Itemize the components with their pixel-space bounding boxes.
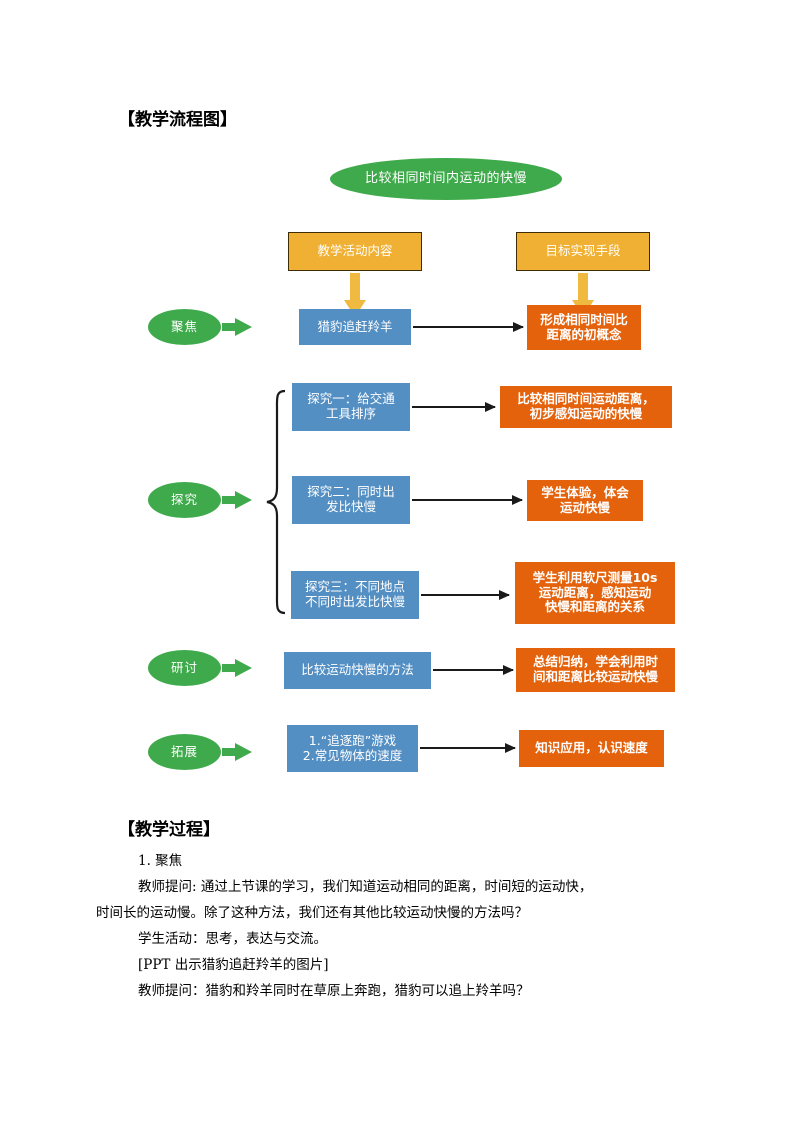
teaching-flowchart: 比较相同时间内运动的快慢 教学活动内容 目标实现手段 聚焦 猎豹追赶羚羊 形成相… [0,140,794,800]
process-line-5: [PPT 出示猎豹追赶羚羊的图片] [138,957,329,973]
outcome-box-extension: 知识应用，认识速度 [519,730,664,767]
connector-arrow-inquiry-3 [421,590,510,600]
green-arrow-discussion-icon [222,659,252,677]
stage-ellipse-discussion: 研讨 [148,650,221,686]
flowchart-heading: 【教学流程图】 [118,110,237,130]
process-line-4: 学生活动：思考，表达与交流。 [138,931,327,947]
activity-box-focus: 猎豹追赶羚羊 [299,309,411,345]
activity-box-discussion: 比较运动快慢的方法 [284,652,431,689]
connector-arrow-inquiry-2 [412,495,523,505]
process-line-2: 教师提问: 通过上节课的学习，我们知道运动相同的距离，时间短的运动快， [138,879,593,895]
connector-arrow-discussion [433,665,514,675]
group-brace-inquiry [266,389,286,615]
process-heading: 【教学过程】 [118,820,220,840]
column-header-activity: 教学活动内容 [288,232,422,271]
outcome-box-focus: 形成相同时间比 距离的初概念 [527,305,641,350]
activity-box-inquiry-3: 探究三：不同地点 不同时出发比快慢 [291,571,419,619]
connector-arrow-focus [413,322,524,332]
outcome-box-inquiry-1: 比较相同时间运动距离， 初步感知运动的快慢 [500,386,672,428]
stage-ellipse-focus: 聚焦 [148,309,221,345]
column-header-outcome: 目标实现手段 [516,232,650,271]
connector-arrow-extension [420,743,516,753]
outcome-box-discussion: 总结归纳，学会利用时 间和距离比较运动快慢 [516,648,675,692]
process-line-3: 时间长的运动慢。除了这种方法，我们还有其他比较运动快慢的方法吗？ [96,905,528,921]
activity-box-extension: 1.“追逐跑”游戏 2.常见物体的速度 [287,725,418,772]
outcome-box-inquiry-3: 学生利用软尺测量10s 运动距离，感知运动 快慢和距离的关系 [515,562,675,624]
connector-arrow-inquiry-1 [412,402,496,412]
green-arrow-focus-icon [222,318,252,336]
green-arrow-inquiry-icon [222,491,252,509]
outcome-box-inquiry-2: 学生体验，体会 运动快慢 [527,480,643,521]
process-line-6: 教师提问：猎豹和羚羊同时在草原上奔跑，猎豹可以追上羚羊吗？ [138,983,530,999]
flowchart-title-ellipse: 比较相同时间内运动的快慢 [330,158,562,200]
stage-ellipse-inquiry: 探究 [148,482,221,518]
activity-box-inquiry-1: 探究一：给交通 工具排序 [292,383,410,431]
activity-box-inquiry-2: 探究二：同时出 发比快慢 [292,476,410,524]
green-arrow-extension-icon [222,743,252,761]
stage-ellipse-extension: 拓展 [148,734,221,770]
process-line-1: 1. 聚焦 [138,853,183,869]
